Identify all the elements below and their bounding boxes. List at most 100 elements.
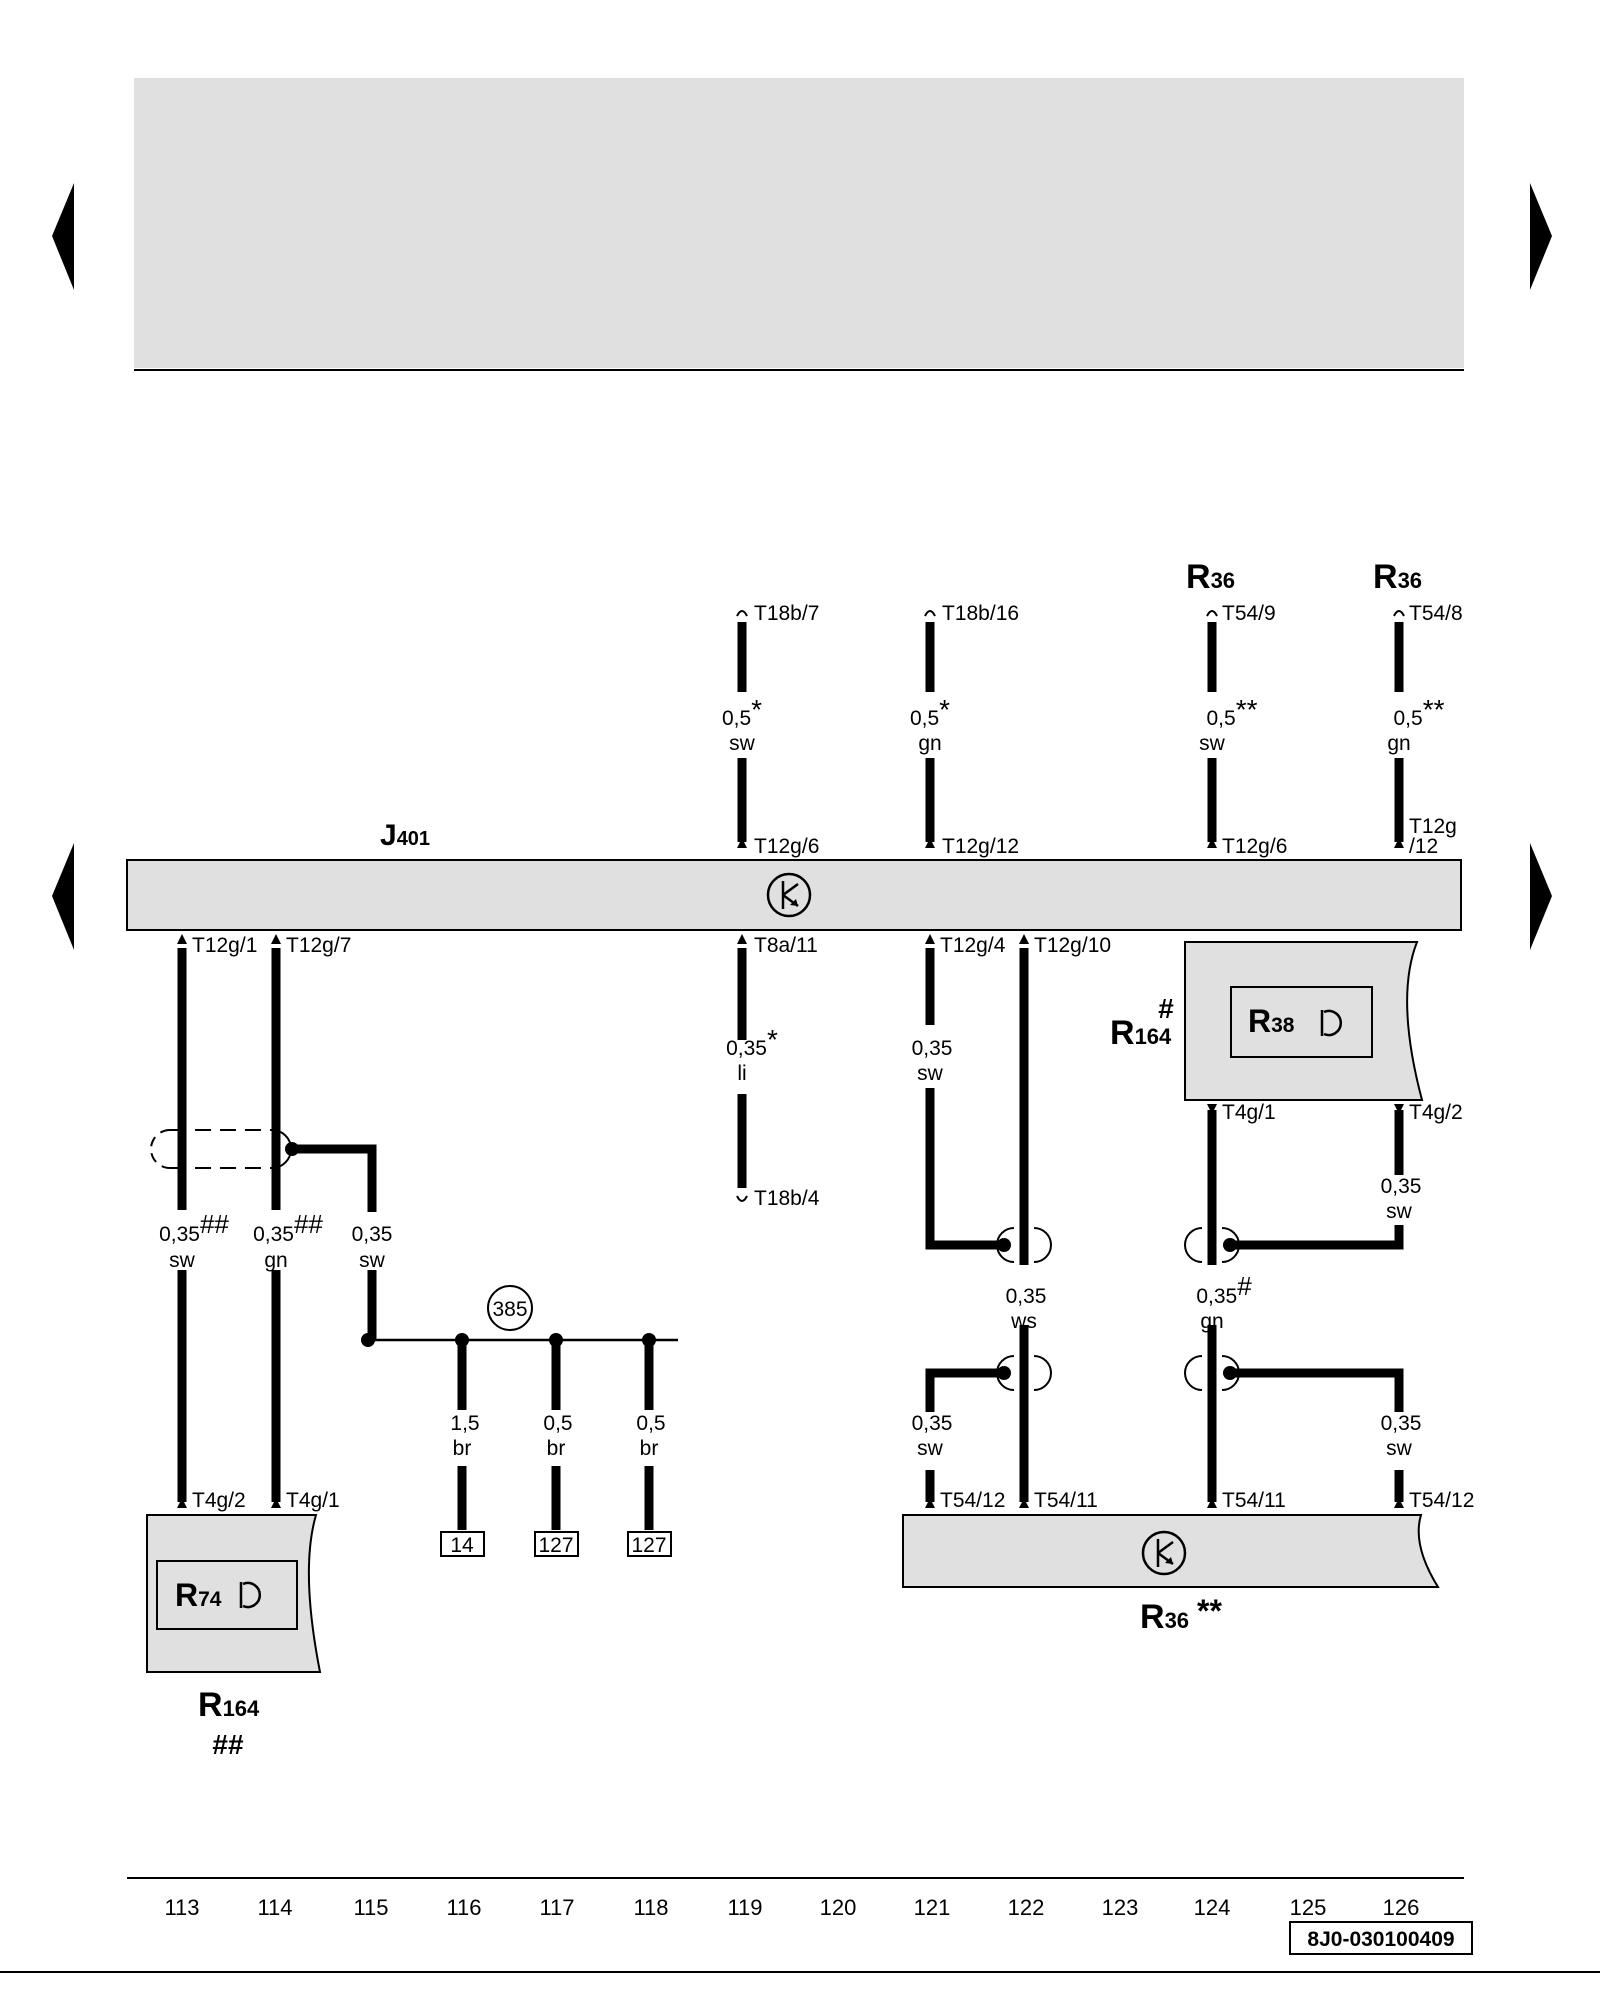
pin-label-t548: T54/8 [1409, 602, 1463, 625]
j401-pin-bottom-122: T12g/10 [1034, 934, 1111, 957]
wire-spec-113: 0,35## [159, 1209, 229, 1246]
pin-label-t5412-a: T54/12 [940, 1489, 1005, 1512]
wire-color-124-top: sw [1199, 732, 1226, 755]
wire-spec-115: 0,35 [352, 1223, 393, 1246]
electronic-unit-symbol-icon [1141, 1530, 1187, 1576]
scale-number-114: 114 [257, 1895, 292, 1920]
j401-pin-top-126-a: T12g [1409, 815, 1457, 838]
wire-color-122: ws [1010, 1310, 1037, 1333]
pin-label-t4g2-right: T4g/2 [1409, 1101, 1463, 1124]
scale-number-125: 125 [1290, 1895, 1327, 1920]
doc-code-box [1289, 1921, 1473, 1955]
wire-spec-126-top: 0,5** [1394, 694, 1445, 730]
twisted-pair-arc-icon [1184, 1355, 1203, 1391]
connector-arrow-icon [271, 934, 281, 944]
r36-top-a-label: R36 [1186, 558, 1235, 596]
j401-pin-top-121: T12g/12 [942, 835, 1019, 858]
pin-label-t5412-b: T54/12 [1409, 1489, 1474, 1512]
speaker-icon [1320, 1009, 1342, 1037]
wire-spec-126-mid: 0,35 [1381, 1175, 1422, 1198]
connector-arrow-icon [1207, 1104, 1217, 1114]
cable-shield-icon [150, 1129, 292, 1169]
next-page-arrow-icon[interactable] [1530, 183, 1552, 290]
pin-label-t18b7: T18b/7 [754, 602, 819, 625]
wire-spec-124-top: 0,5** [1207, 694, 1258, 730]
connector-arrow-icon [925, 1498, 935, 1508]
connector-arrow-icon [925, 838, 935, 848]
ref-label-14: 14 [450, 1534, 474, 1557]
wire-115-upper [292, 1144, 377, 1212]
component-r36-bottom [902, 1514, 1440, 1588]
connector-pin-icon [1206, 610, 1218, 617]
r164-left-mark: ## [212, 1729, 244, 1760]
j401-pin-bottom-114: T12g/7 [286, 934, 351, 957]
scale-number-118: 118 [633, 1895, 668, 1920]
connector-arrow-icon [1394, 1498, 1404, 1508]
connector-arrow-icon [1019, 1498, 1029, 1508]
pin-label-t4g1-right: T4g/1 [1222, 1101, 1276, 1124]
twisted-pair-arc-icon [1184, 1227, 1203, 1263]
previous-section-arrow-icon[interactable] [52, 843, 74, 950]
ref-box-14[interactable] [440, 1531, 485, 1557]
wire-spec-118: 0,5 [636, 1412, 665, 1435]
twist-junction-dot-2 [997, 1366, 1011, 1380]
scale-number-117: 117 [539, 1895, 574, 1920]
wire-spec-117: 0,5 [543, 1412, 572, 1435]
r74-label: R74 [175, 1577, 222, 1613]
ref-label-127-b: 127 [631, 1534, 666, 1557]
header-panel [134, 78, 1464, 368]
r164-right-mark: # [1158, 993, 1174, 1024]
previous-page-arrow-icon[interactable] [52, 183, 74, 290]
j401-pin-top-126-b: /12 [1409, 835, 1438, 858]
wire-spec-116: 1,5 [450, 1412, 479, 1435]
connector-pin-icon [736, 1195, 748, 1202]
connector-pin-icon [736, 610, 748, 617]
connector-pin-icon [924, 610, 936, 617]
twisted-pair-arc-icon [996, 1227, 1015, 1263]
scale-number-120: 120 [820, 1895, 857, 1920]
r38-label: R38 [1248, 1003, 1295, 1039]
connector-arrow-icon [177, 1498, 187, 1508]
wire-color-121-low: sw [917, 1437, 944, 1460]
wire-color-116: br [453, 1437, 472, 1460]
wire-spec-119-top: 0,5* [722, 694, 762, 730]
wire-spec-119-bottom: 0,35* [726, 1024, 778, 1060]
next-section-arrow-icon[interactable] [1530, 843, 1552, 950]
twisted-pair-arc-icon [1033, 1227, 1052, 1263]
component-r74 [156, 1560, 298, 1630]
scale-number-116: 116 [446, 1895, 481, 1920]
scale-number-122: 122 [1008, 1895, 1045, 1920]
doc-code: 8J0-030100409 [1307, 1928, 1454, 1951]
scale-number-113: 113 [164, 1895, 199, 1920]
connector-arrow-icon [737, 934, 747, 944]
wire-spec-114: 0,35## [253, 1209, 323, 1246]
ground-junction-dot-118 [642, 1333, 656, 1347]
twist-junction-dot-1 [997, 1238, 1011, 1252]
j401-pin-bottom-113: T12g/1 [192, 934, 257, 957]
ref-box-127-b[interactable] [627, 1531, 672, 1557]
pin-label-t18b4: T18b/4 [754, 1187, 820, 1210]
wire-color-126-top: gn [1387, 732, 1410, 755]
ground-point-number: 385 [492, 1298, 527, 1321]
twisted-pair-arc-icon [996, 1355, 1015, 1391]
scale-number-126: 126 [1383, 1895, 1420, 1920]
j401-label: J401 [380, 819, 430, 852]
r36-bottom-label: R36** [1140, 1593, 1223, 1636]
wire-color-126-low: sw [1386, 1437, 1413, 1460]
twisted-pair-arc-icon [1221, 1355, 1240, 1391]
pin-label-t4g1-left: T4g/1 [286, 1489, 340, 1512]
connector-pin-icon [1393, 610, 1405, 617]
scale-number-123: 123 [1102, 1895, 1139, 1920]
j401-pin-top-119: T12g/6 [754, 835, 819, 858]
connector-arrow-icon [1207, 1498, 1217, 1508]
component-r38 [1230, 986, 1373, 1058]
twist-junction-dot-3 [1223, 1238, 1237, 1252]
wire-color-118: br [640, 1437, 659, 1460]
wire-spec-126-low: 0,35 [1381, 1412, 1422, 1435]
electronic-unit-symbol-icon [766, 872, 812, 918]
connector-arrow-icon [1019, 934, 1029, 944]
ref-box-127-a[interactable] [534, 1531, 579, 1557]
pin-label-t4g2-left: T4g/2 [192, 1489, 246, 1512]
